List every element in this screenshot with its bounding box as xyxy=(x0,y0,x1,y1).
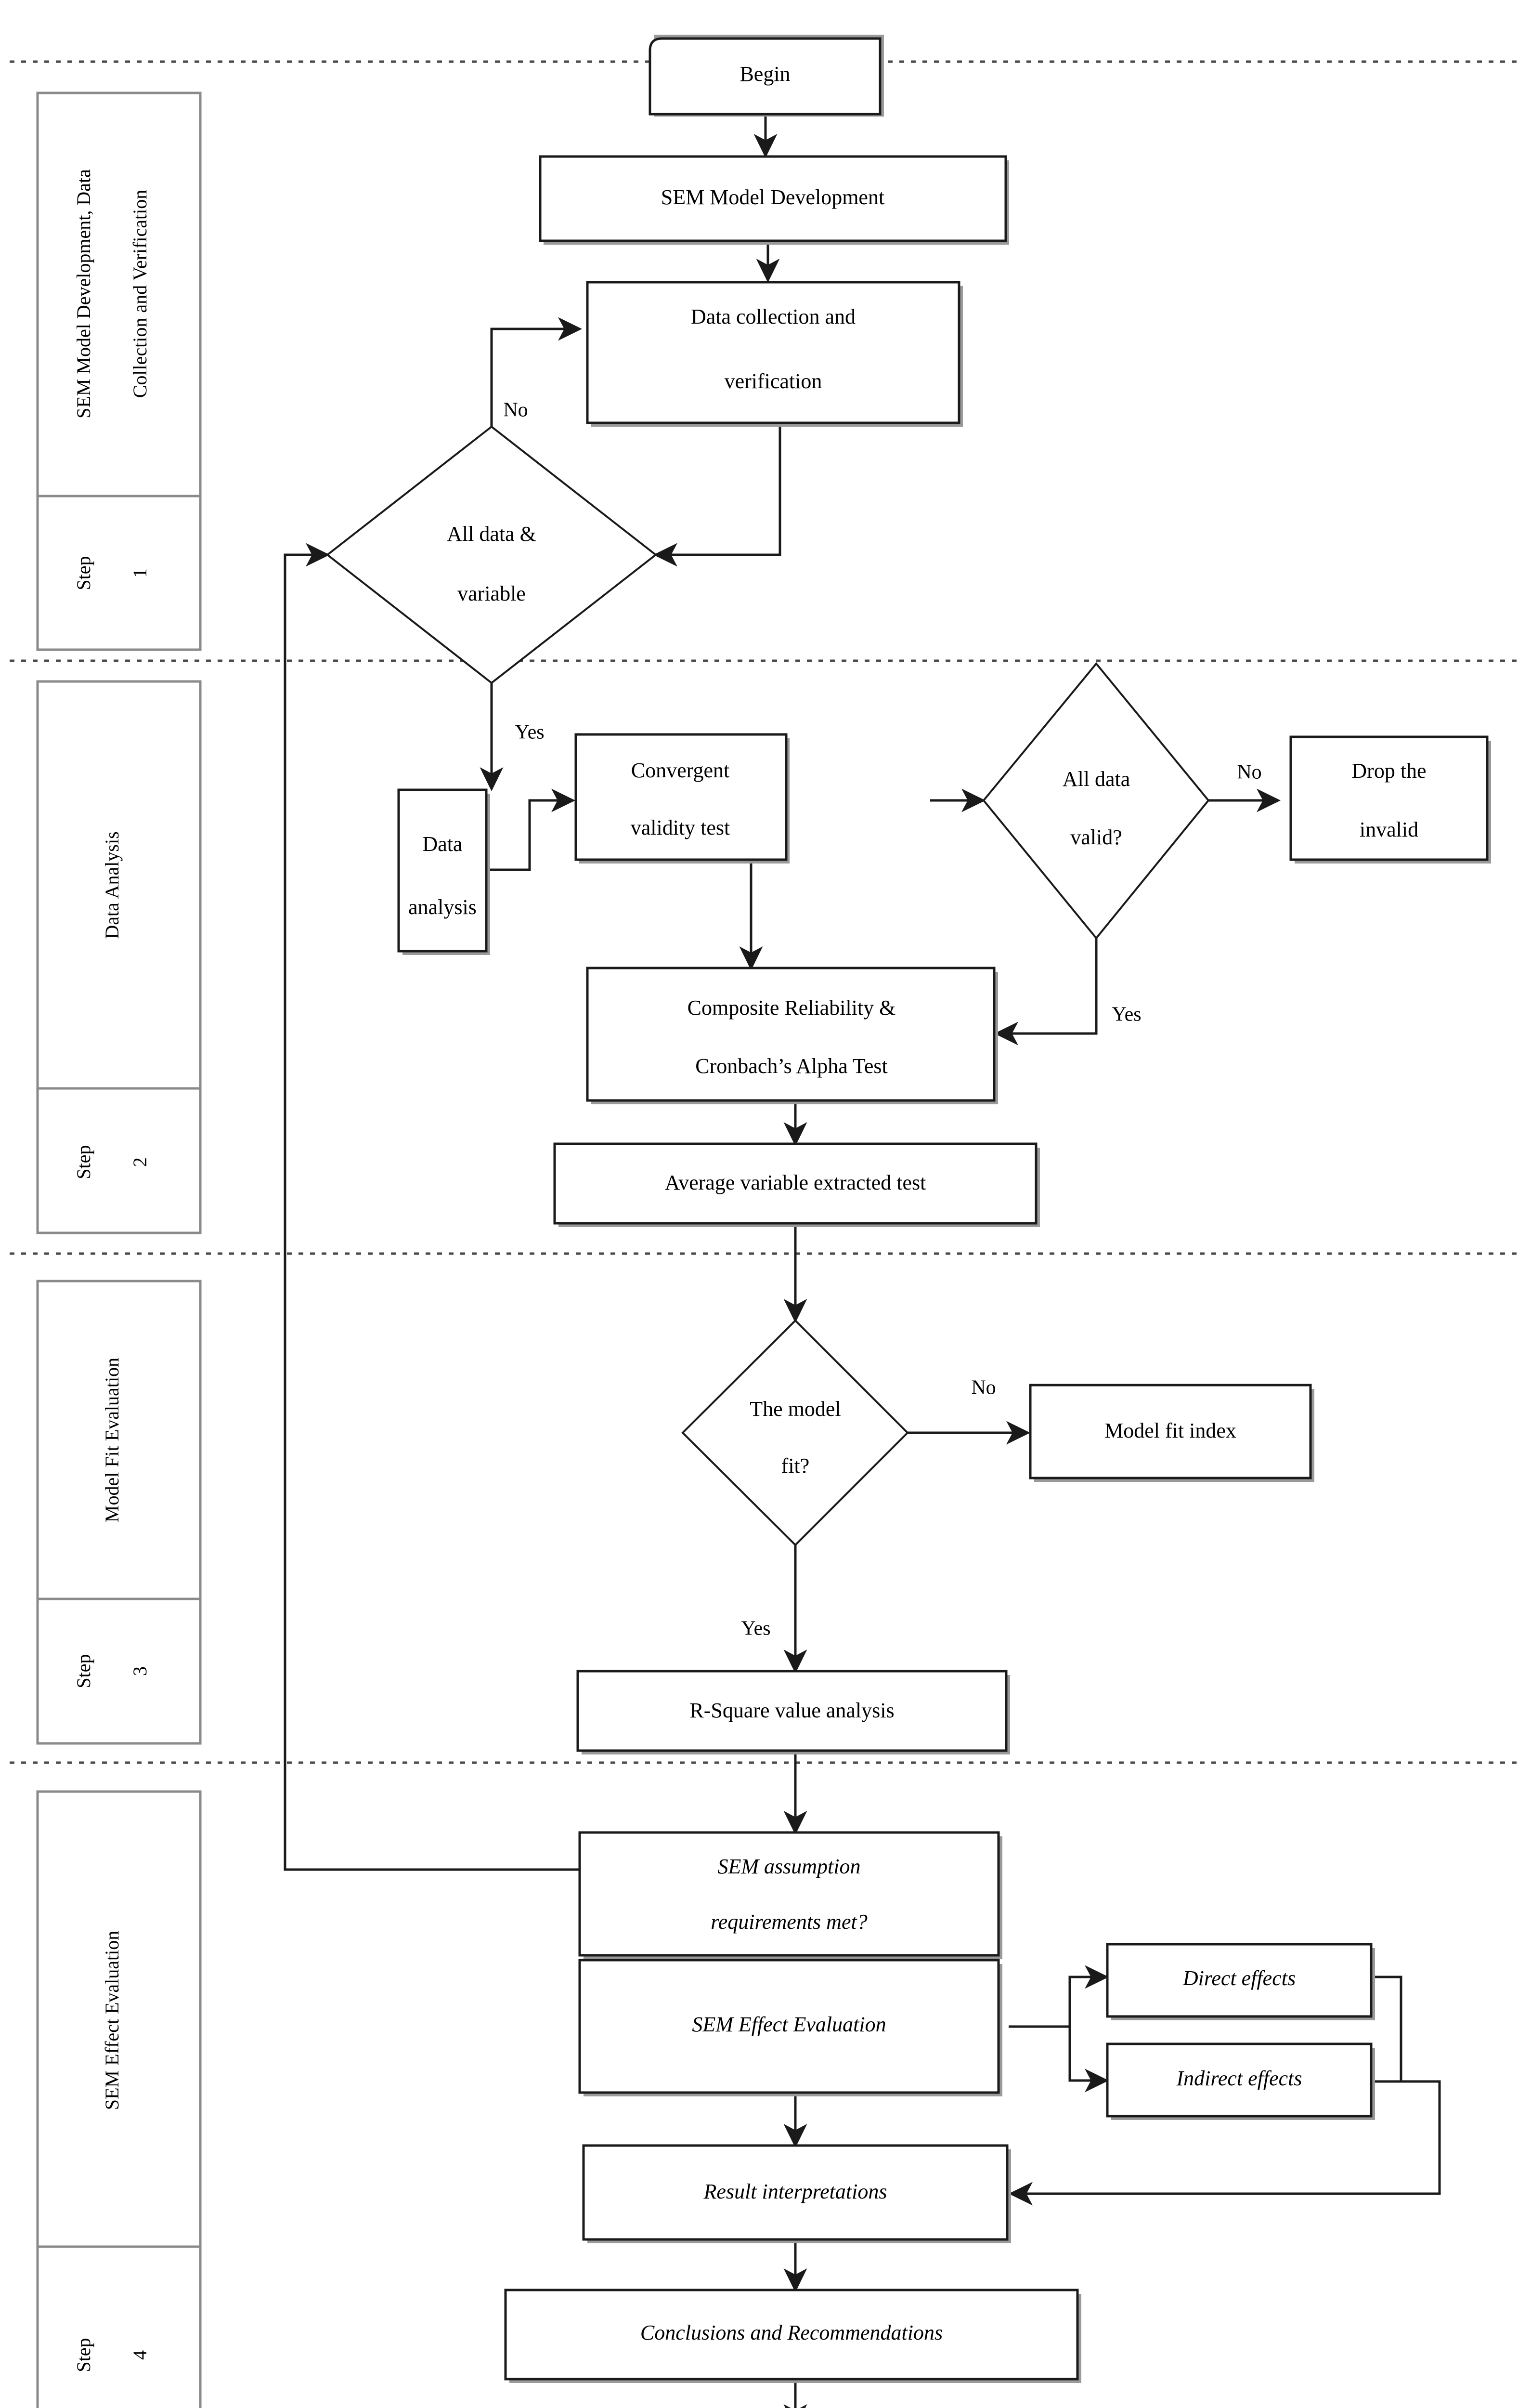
node-all-data-valid-label-line-2: valid? xyxy=(1070,825,1122,849)
node-r-square[interactable]: R-Square value analysis xyxy=(576,1670,1010,1754)
node-result-interpretations-label: Result interpretations xyxy=(703,2180,887,2203)
edge-data-collection-to-decision1 xyxy=(653,422,781,567)
stage-4-step-word: Step xyxy=(73,2338,94,2372)
node-composite-reliability-label-line-2: Cronbach’s Alpha Test xyxy=(695,1054,887,1078)
stage-3-step-number: 3 xyxy=(129,1666,151,1676)
node-conclusions-recommendations[interactable]: Conclusions and Recommendations xyxy=(504,2289,1081,2383)
edge-label-yes-data-analysis: Yes xyxy=(515,721,544,744)
stage-3-name-line-1: Model Fit Evaluation xyxy=(101,1358,123,1522)
node-indirect-effects[interactable]: Indirect effects xyxy=(1106,2042,1375,2120)
node-convergent-validity-label-line-1: Convergent xyxy=(631,759,730,782)
node-result-interpretations[interactable]: Result interpretations xyxy=(582,2144,1011,2243)
node-all-data-variable[interactable]: All data & variable xyxy=(325,425,658,684)
edge-sem-assumption-feedback-to-decision1 xyxy=(284,543,580,1871)
node-data-collection-label-line-2: verification xyxy=(725,369,822,393)
node-r-square-label: R-Square value analysis xyxy=(689,1699,894,1722)
node-begin-label: Begin xyxy=(740,62,790,86)
node-the-model-fit-label-line-2: fit? xyxy=(781,1454,810,1478)
node-all-data-variable-label-line-1: All data & xyxy=(447,522,536,546)
node-the-model-fit[interactable]: The model fit? xyxy=(681,1319,909,1546)
node-direct-effects[interactable]: Direct effects xyxy=(1106,1943,1375,2020)
node-sem-model-development[interactable]: SEM Model Development xyxy=(539,155,1009,245)
stage-1-step-word: Step xyxy=(73,556,94,590)
edge-label-yes-r-square: Yes xyxy=(741,1618,770,1640)
stage-1-step-number: 1 xyxy=(129,568,151,578)
node-sem-effect-evaluation-label: SEM Effect Evaluation xyxy=(692,2013,886,2036)
node-drop-invalid[interactable]: Drop the invalid xyxy=(1289,735,1491,864)
node-data-analysis-label-line-2: analysis xyxy=(408,895,477,919)
stage-1-name-line-1: SEM Model Development, Data xyxy=(73,169,94,419)
edge-effect-evaluation-to-indirect-effects xyxy=(1068,2027,1109,2093)
edge-decision2-yes-to-composite-reliability xyxy=(994,938,1098,1046)
node-data-analysis[interactable]: Data analysis xyxy=(397,788,490,955)
node-sem-assumption[interactable]: SEM assumption requirements met? xyxy=(578,1831,1002,1959)
node-indirect-effects-label: Indirect effects xyxy=(1176,2067,1302,2090)
node-average-variable-extracted[interactable]: Average variable extracted test xyxy=(553,1142,1040,1227)
node-drop-invalid-label-line-2: invalid xyxy=(1360,818,1418,841)
node-begin[interactable]: Begin xyxy=(649,35,884,117)
stage-2-name-line-1: Data Analysis xyxy=(101,831,123,939)
node-sem-model-development-label: SEM Model Development xyxy=(661,185,884,209)
node-all-data-valid-label-line-1: All data xyxy=(1063,767,1130,791)
node-average-variable-extracted-label: Average variable extracted test xyxy=(665,1171,926,1194)
node-direct-effects-label: Direct effects xyxy=(1182,1966,1296,1990)
node-composite-reliability-label-line-1: Composite Reliability & xyxy=(688,996,896,1020)
node-the-model-fit-label-line-1: The model xyxy=(750,1397,841,1421)
stage-2-step-number: 2 xyxy=(129,1157,151,1167)
node-all-data-valid[interactable]: All data valid? xyxy=(982,662,1210,940)
node-drop-invalid-label-line-1: Drop the xyxy=(1351,759,1426,783)
stage-4-name-line-1: SEM Effect Evaluation xyxy=(101,1931,123,2110)
node-sem-effect-evaluation[interactable]: SEM Effect Evaluation xyxy=(578,1959,1002,2096)
node-convergent-validity[interactable]: Convergent validity test xyxy=(574,733,790,864)
edge-data-analysis-to-convergent-validity xyxy=(486,788,575,871)
node-data-analysis-label-line-1: Data xyxy=(422,832,462,856)
stage-label-1: SEM Model Development, Data Collection a… xyxy=(36,92,202,651)
edge-decision1-no-to-data-collection xyxy=(490,317,582,427)
edge-label-yes-composite: Yes xyxy=(1112,1004,1141,1026)
node-convergent-validity-label-line-2: validity test xyxy=(631,816,730,839)
node-sem-assumption-label-line-1: SEM assumption xyxy=(718,1855,861,1878)
stage-label-4: SEM Effect Evaluation Step 4 xyxy=(36,1790,202,2408)
stage-3-step-word: Step xyxy=(73,1654,94,1688)
stage-4-step-number: 4 xyxy=(129,2350,151,2360)
node-data-collection[interactable]: Data collection and verification xyxy=(586,281,963,427)
edge-label-no-model-fit-index: No xyxy=(971,1377,996,1399)
stage-2-step-word: Step xyxy=(73,1145,94,1179)
node-model-fit-index-label: Model fit index xyxy=(1104,1419,1236,1442)
node-conclusions-recommendations-label: Conclusions and Recommendations xyxy=(640,2321,943,2344)
node-data-collection-label-line-1: Data collection and xyxy=(691,305,856,328)
edge-direct-effects-merge xyxy=(1371,1976,1402,2081)
node-sem-assumption-label-line-2: requirements met? xyxy=(711,1910,867,1934)
node-composite-reliability[interactable]: Composite Reliability & Cronbach’s Alpha… xyxy=(586,967,998,1104)
stage-1-name-line-2: Collection and Verification xyxy=(129,190,151,398)
edge-effect-evaluation-to-direct-effects xyxy=(1009,1965,1109,2028)
node-model-fit-index[interactable]: Model fit index xyxy=(1029,1384,1314,1482)
edge-label-no-drop-invalid: No xyxy=(1237,761,1261,784)
stage-label-3: Model Fit Evaluation Step 3 xyxy=(36,1280,202,1745)
edge-label-no-data-collection: No xyxy=(503,399,528,421)
node-all-data-variable-label-line-2: variable xyxy=(457,582,526,605)
stage-label-2: Data Analysis Step 2 xyxy=(36,680,202,1234)
